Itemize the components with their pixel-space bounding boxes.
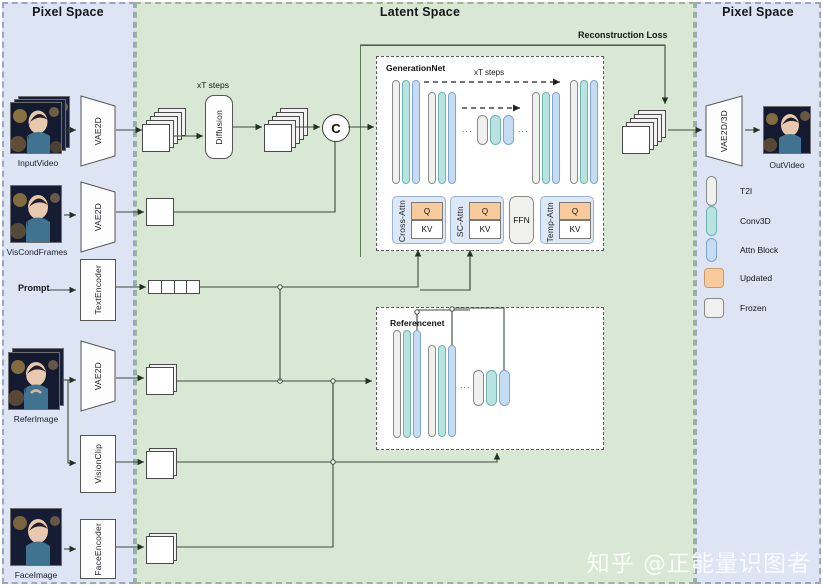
encoder-face[interactable]: FaceEncoder — [80, 519, 116, 579]
prompt-token-strip — [148, 280, 200, 294]
pill-t2i-icon — [393, 330, 401, 438]
ffn-block[interactable]: FFN — [509, 196, 534, 244]
temp-attn-label: Temp-Attn — [545, 201, 555, 243]
face-image-thumb — [10, 508, 62, 566]
pill-t2i-icon — [532, 92, 540, 184]
cross-attn-kv: KV — [421, 225, 433, 234]
face-image-caption: FaceImage — [14, 570, 58, 580]
encoder-label: TextEncoder — [93, 265, 103, 315]
diffusion-steps-label: xT steps — [197, 80, 229, 90]
diffusion-label: Diffusion — [214, 109, 224, 145]
pill-attn-icon — [706, 238, 717, 262]
frozen-swatch-icon — [704, 298, 724, 318]
cross-attn-q: Q — [423, 206, 431, 216]
legend-label: Attn Block — [740, 245, 779, 255]
encoder-vae2d-refer-image[interactable]: VAE2D — [80, 340, 116, 412]
pill-attn-icon — [590, 80, 598, 184]
sc-attn-kv: KV — [479, 225, 491, 234]
vis-cond-frames-thumb — [10, 185, 62, 243]
legend-label: T2I — [740, 186, 753, 196]
pill-conv3d-icon — [403, 330, 411, 438]
pill-conv3d-icon — [438, 92, 446, 184]
out-video-caption: OutVideo — [769, 160, 805, 170]
legend-label: Frozen — [740, 303, 767, 313]
encoder-text[interactable]: TextEncoder — [80, 259, 116, 321]
panel-pixel-space-right — [695, 2, 821, 584]
cross-attn-label: Cross-Attn — [397, 199, 407, 243]
panel-title-right: Pixel Space — [722, 5, 794, 19]
pill-conv3d-icon — [580, 80, 588, 184]
cross-attn-block[interactable]: Cross-Attn Q KV — [392, 196, 446, 244]
legend-item-attn: Attn Block — [706, 238, 778, 262]
pill-t2i-icon — [477, 115, 488, 145]
updated-swatch-icon — [704, 268, 724, 288]
vis-cond-frames-caption: VisCondFrames — [6, 247, 68, 257]
generation-net-steps-label: xT steps — [474, 68, 505, 77]
latent-card-vis-cond — [146, 198, 174, 226]
out-video-thumb — [763, 106, 811, 154]
encoder-label: VisionClip — [93, 444, 103, 484]
refer-image-caption: ReferImage — [13, 414, 59, 424]
temp-attn-q: Q — [571, 206, 579, 216]
concat-node: C — [322, 114, 350, 142]
sc-attn-label: SC-Attn — [455, 206, 465, 238]
pill-t2i-icon — [570, 80, 578, 184]
watermark: 知乎 @正能量识图者 — [586, 551, 811, 577]
gen-dots-left: ... — [462, 124, 473, 134]
pill-t2i-icon — [428, 345, 436, 437]
legend-item-frozen: Frozen — [704, 298, 766, 318]
temp-attn-block[interactable]: Temp-Attn Q KV — [540, 196, 594, 244]
pill-conv3d-icon — [542, 92, 550, 184]
encoder-vae2d-vis-cond[interactable]: VAE2D — [80, 181, 116, 253]
gen-dots-right: ... — [518, 124, 529, 134]
pill-attn-icon — [448, 92, 456, 184]
reference-net-title: Referencenet — [390, 318, 445, 328]
panel-title-latent: Latent Space — [379, 5, 461, 19]
prompt-label: Prompt — [18, 283, 50, 293]
pill-attn-icon — [503, 115, 514, 145]
pill-conv3d-icon — [486, 370, 497, 406]
encoder-vae2d-input-video[interactable]: VAE2D — [80, 95, 116, 167]
encoder-label: FaceEncoder — [93, 522, 103, 576]
pill-attn-icon — [499, 370, 510, 406]
pill-conv3d-icon — [402, 80, 410, 184]
pill-t2i-icon — [473, 370, 484, 406]
pill-t2i-icon — [706, 176, 717, 206]
panel-title-left: Pixel Space — [32, 5, 104, 19]
sc-attn-block[interactable]: SC-Attn Q KV — [450, 196, 504, 244]
decoder-vae2d3d[interactable]: VAE2D/3D — [705, 95, 743, 167]
temp-attn-kv: KV — [569, 225, 581, 234]
legend-item-updated: Updated — [704, 268, 772, 288]
pill-t2i-icon — [392, 80, 400, 184]
pill-conv3d-icon — [706, 206, 717, 236]
legend-label: Conv3D — [740, 216, 771, 226]
diffusion-block[interactable]: Diffusion — [205, 95, 233, 159]
pill-attn-icon — [413, 330, 421, 438]
legend-item-t2i: T2I — [706, 176, 752, 206]
reconstruction-loss-label: Reconstruction Loss — [578, 30, 668, 40]
legend-label: Updated — [740, 273, 773, 283]
input-video-caption: InputVideo — [17, 158, 59, 168]
sc-attn-q: Q — [481, 206, 489, 216]
pill-attn-icon — [412, 80, 420, 184]
generation-net-title: GenerationNet — [386, 63, 446, 73]
pill-t2i-icon — [428, 92, 436, 184]
pill-conv3d-icon — [490, 115, 501, 145]
legend-item-conv3d: Conv3D — [706, 206, 771, 236]
pill-attn-icon — [448, 345, 456, 437]
encoder-vision-clip[interactable]: VisionClip — [80, 435, 116, 493]
ref-dots: ... — [460, 380, 471, 390]
pill-attn-icon — [552, 92, 560, 184]
pill-conv3d-icon — [438, 345, 446, 437]
